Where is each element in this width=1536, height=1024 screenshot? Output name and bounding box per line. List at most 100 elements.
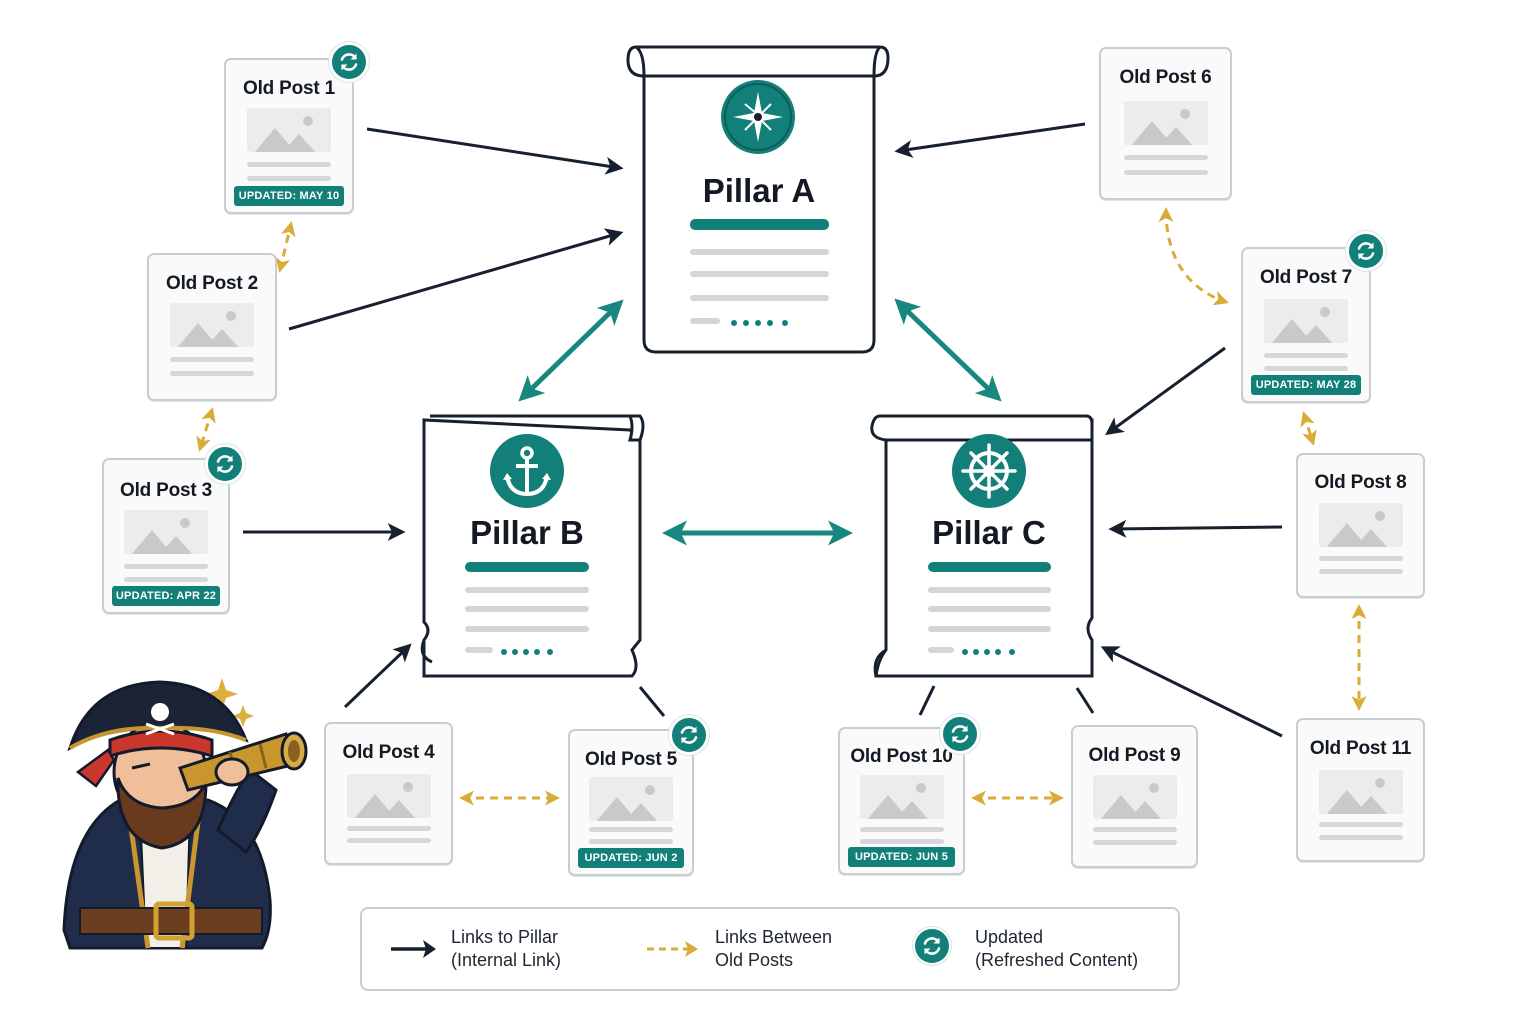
link-post1-pillar-a bbox=[366, 127, 624, 175]
text-line bbox=[589, 839, 673, 844]
refresh-icon bbox=[913, 927, 951, 965]
pillar-a-title: Pillar A bbox=[702, 172, 816, 209]
post-card-title: Old Post 9 bbox=[1088, 745, 1181, 766]
link-post11-pillar-c bbox=[1100, 646, 1283, 738]
link-post6-pillar-a bbox=[894, 122, 1086, 158]
link-post9-pillar-c bbox=[1075, 687, 1095, 714]
pillar-b-content bbox=[465, 562, 589, 655]
pillar-c-title: Pillar C bbox=[932, 514, 1046, 551]
internal-link-arrow-icon bbox=[391, 940, 436, 958]
post-card-title: Old Post 8 bbox=[1314, 472, 1407, 493]
post-card-title: Old Post 10 bbox=[850, 746, 953, 767]
pillar-a-scroll bbox=[626, 45, 890, 354]
text-line bbox=[170, 371, 254, 376]
post-card-title: Old Post 3 bbox=[120, 480, 212, 501]
link-post4-pillar-b bbox=[343, 643, 412, 709]
updated-date-badge: UPDATED: JUN 5 bbox=[848, 847, 955, 867]
image-placeholder-icon bbox=[1123, 101, 1208, 145]
post-card-title: Old Post 1 bbox=[243, 78, 335, 99]
post-to-pillar-links bbox=[243, 122, 1283, 738]
post-card-3[interactable]: Old Post 3 UPDATED: APR 22 bbox=[102, 458, 230, 614]
legend-between-posts: Links Between Old Posts bbox=[715, 927, 833, 970]
refresh-icon bbox=[329, 42, 369, 82]
text-line bbox=[247, 176, 331, 181]
image-placeholder-icon bbox=[170, 303, 254, 347]
text-line bbox=[589, 827, 673, 832]
sparkle-icon bbox=[206, 678, 238, 710]
text-line bbox=[1123, 155, 1208, 160]
post-card-title: Old Post 7 bbox=[1260, 267, 1352, 288]
link-pillar-a-pillar-b bbox=[518, 299, 624, 402]
link-post8-pillar-c bbox=[1108, 519, 1283, 538]
sparkle-icon bbox=[232, 705, 254, 727]
post-card-1[interactable]: Old Post 1 UPDATED: MAY 10 bbox=[224, 58, 354, 214]
pirate-illustration bbox=[62, 678, 308, 950]
text-line bbox=[247, 162, 331, 167]
link-post10-pillar-c bbox=[918, 685, 936, 716]
image-placeholder-icon bbox=[1092, 775, 1177, 819]
refresh-icon bbox=[1346, 231, 1386, 271]
legend: Links to Pillar (Internal Link) Links Be… bbox=[360, 907, 1180, 991]
link-post2-post1 bbox=[275, 221, 296, 273]
link-post5-pillar-b bbox=[638, 686, 666, 717]
text-line bbox=[1264, 353, 1348, 358]
post-card-title: Old Post 6 bbox=[1119, 67, 1212, 88]
text-line bbox=[170, 357, 254, 362]
image-placeholder-icon bbox=[1318, 770, 1403, 814]
post-card-6[interactable]: Old Post 6 bbox=[1099, 47, 1232, 200]
image-placeholder-icon bbox=[589, 777, 673, 821]
text-line bbox=[859, 839, 944, 844]
post-card-4[interactable]: Old Post 4 bbox=[324, 722, 453, 865]
pillar-b[interactable]: Pillar B bbox=[424, 420, 630, 676]
post-card-11[interactable]: Old Post 11 bbox=[1296, 718, 1425, 862]
post-card-2[interactable]: Old Post 2 bbox=[147, 253, 277, 401]
image-placeholder-icon bbox=[247, 108, 331, 152]
pillar-a[interactable]: Pillar A bbox=[644, 76, 874, 352]
pillar-c[interactable]: Pillar C bbox=[886, 420, 1092, 676]
text-line bbox=[859, 827, 944, 832]
image-placeholder-icon bbox=[1318, 503, 1403, 547]
pillar-to-pillar-links bbox=[518, 298, 1002, 546]
image-placeholder-icon bbox=[1264, 299, 1348, 343]
post-card-5[interactable]: Old Post 5 UPDATED: JUN 2 bbox=[568, 729, 694, 876]
text-line bbox=[346, 826, 431, 831]
refresh-icon bbox=[669, 715, 709, 755]
link-pillar-a-pillar-c bbox=[894, 298, 1002, 402]
text-line bbox=[1318, 556, 1403, 561]
text-line bbox=[346, 838, 431, 843]
image-placeholder-icon bbox=[859, 775, 944, 819]
text-line bbox=[1318, 835, 1403, 840]
post-card-title: Old Post 2 bbox=[166, 273, 258, 294]
image-placeholder-icon bbox=[124, 510, 208, 554]
pillar-b-title: Pillar B bbox=[470, 514, 584, 551]
updated-date-badge: UPDATED: MAY 10 bbox=[234, 186, 344, 206]
text-line bbox=[1123, 170, 1208, 175]
post-card-10[interactable]: Old Post 10 UPDATED: JUN 5 bbox=[838, 727, 965, 875]
text-line bbox=[124, 577, 208, 582]
link-post7-post8 bbox=[1300, 411, 1317, 446]
updated-date-badge: UPDATED: MAY 28 bbox=[1251, 375, 1361, 395]
post-card-9[interactable]: Old Post 9 bbox=[1071, 725, 1198, 868]
pillar-c-content bbox=[928, 562, 1051, 655]
between-posts-arrow-icon bbox=[647, 941, 698, 957]
post-card-title: Old Post 11 bbox=[1309, 738, 1412, 759]
post-card-title: Old Post 4 bbox=[342, 742, 435, 763]
text-line bbox=[1318, 822, 1403, 827]
text-line bbox=[1318, 569, 1403, 574]
post-card-8[interactable]: Old Post 8 bbox=[1296, 453, 1425, 598]
legend-updated: Updated (Refreshed Content) bbox=[975, 927, 1139, 970]
post-to-post-links bbox=[196, 207, 1367, 806]
link-post2-pillar-a bbox=[288, 228, 624, 331]
post-card-7[interactable]: Old Post 7 UPDATED: MAY 28 bbox=[1241, 247, 1371, 403]
text-line bbox=[1264, 366, 1348, 371]
compass-icon bbox=[721, 80, 795, 154]
link-post2-post3 bbox=[196, 407, 216, 452]
link-post7-pillar-c bbox=[1105, 346, 1226, 436]
ship-wheel-icon bbox=[952, 434, 1026, 508]
text-line bbox=[1092, 840, 1177, 845]
updated-date-badge: UPDATED: JUN 2 bbox=[578, 848, 684, 868]
legend-internal-link: Links to Pillar (Internal Link) bbox=[451, 927, 562, 970]
pillar-a-content bbox=[690, 219, 829, 326]
refresh-icon bbox=[940, 714, 980, 754]
